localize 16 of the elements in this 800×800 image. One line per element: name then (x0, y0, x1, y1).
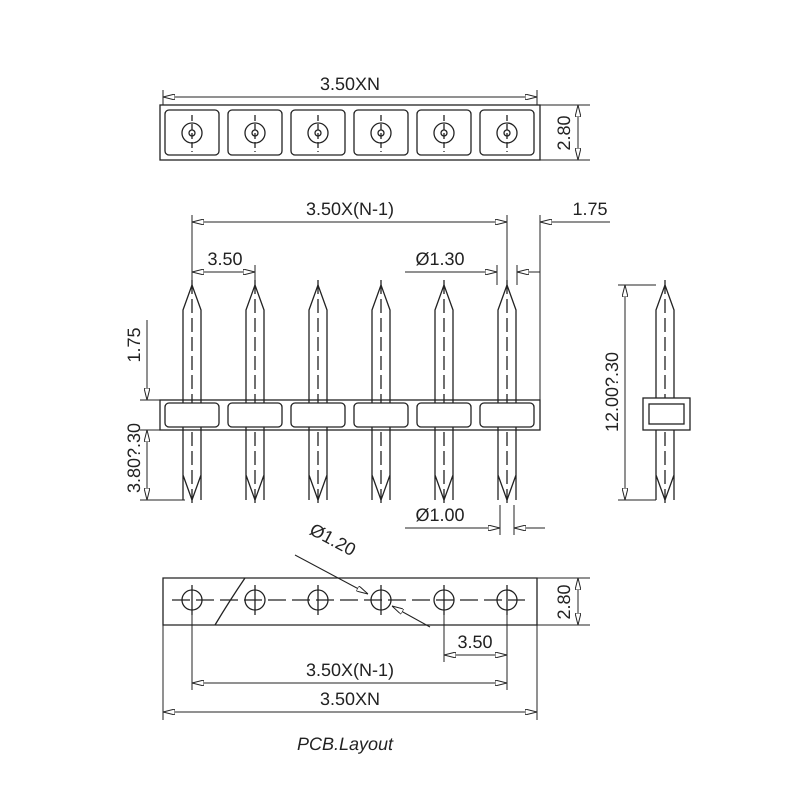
dimension-text: 3.50 (207, 249, 243, 269)
dimension-text: Ø1.30 (415, 249, 465, 269)
dimension-text: Ø1.20 (306, 519, 360, 560)
dimension-text: 3.50X(N-1) (306, 199, 394, 219)
caption: PCB.Layout (296, 734, 394, 754)
dimension-text: 1.75 (124, 327, 144, 363)
dimension-text: 3.50X(N-1) (306, 660, 394, 680)
dimension-text: 2.80 (554, 115, 574, 151)
dimension-text: 3.50XN (320, 689, 380, 709)
dimension-text: 3.50XN (320, 74, 380, 94)
dimension-text: Ø1.00 (415, 505, 465, 525)
dimension-text: 3.80?.30 (124, 422, 144, 494)
dimension-text: 1.75 (572, 199, 608, 219)
dimension-text: 3.50 (457, 632, 493, 652)
dimension-text: 12.00?.30 (602, 352, 622, 432)
dimension-text: 2.80 (554, 584, 574, 620)
